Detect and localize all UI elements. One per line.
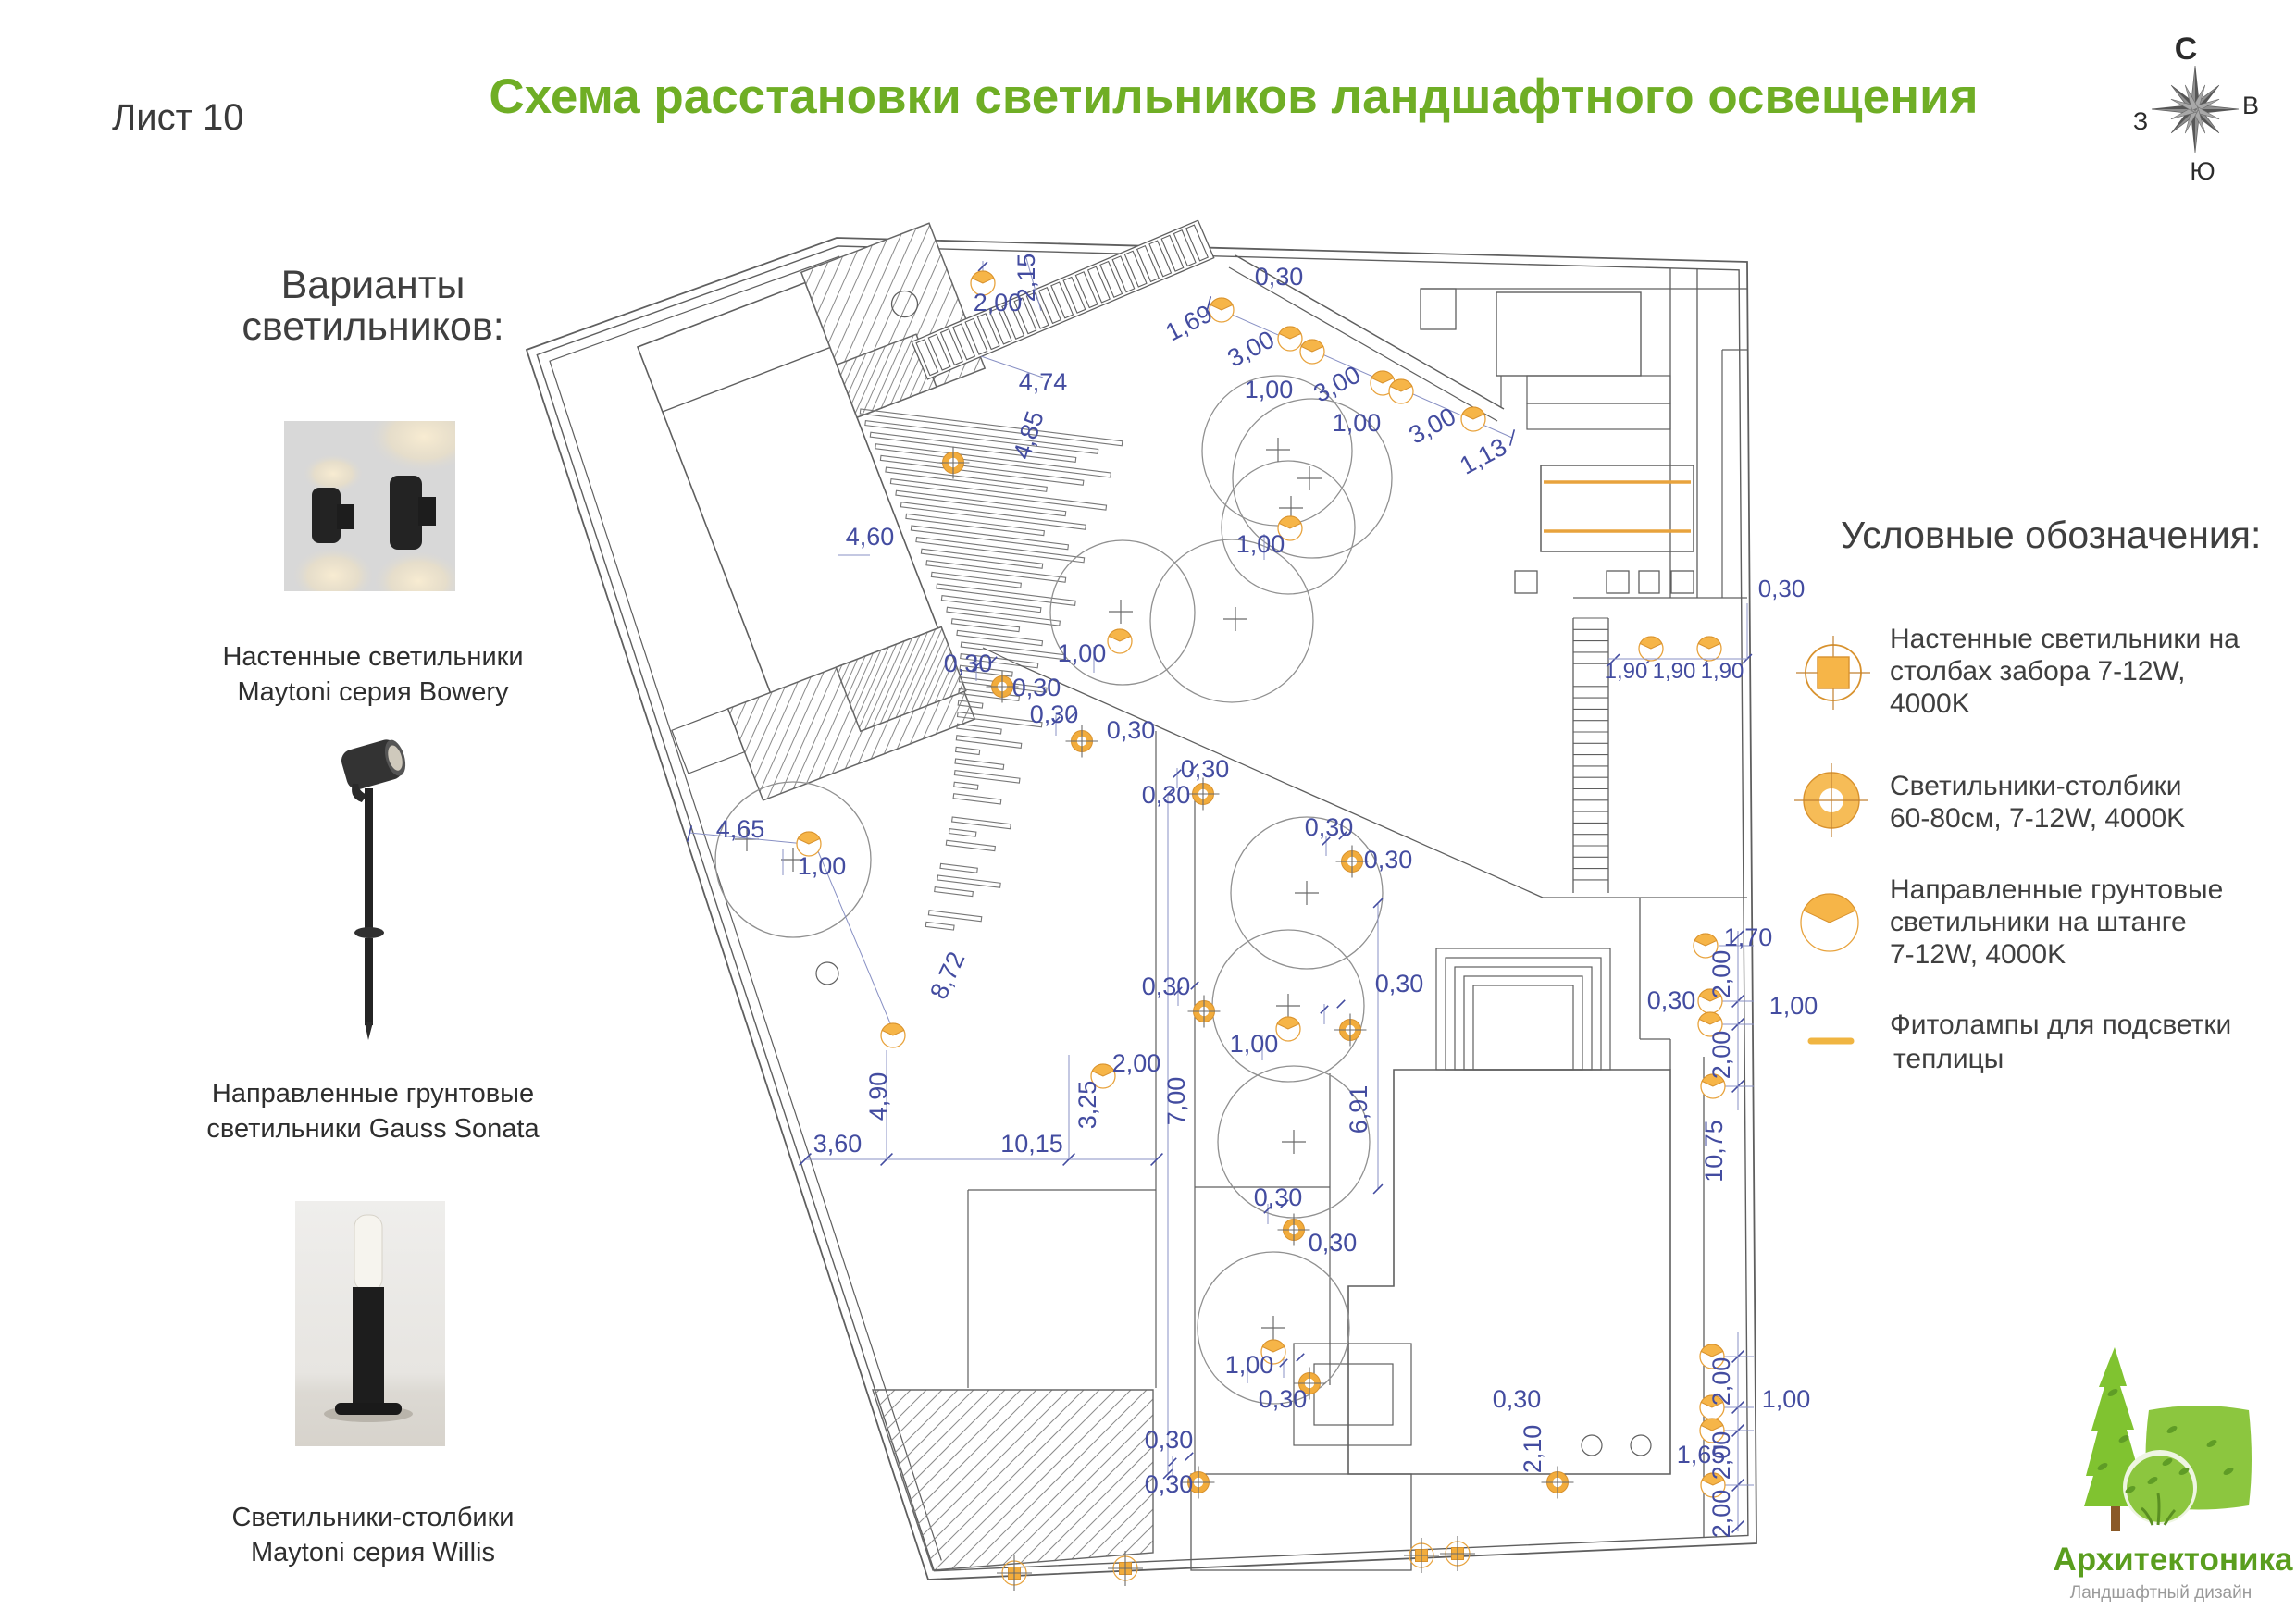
svg-text:0,30: 0,30	[1305, 813, 1354, 841]
svg-text:Направленные грунтовые: Направленные грунтовые	[1890, 874, 2223, 905]
svg-text:Схема расстановки светильников: Схема расстановки светильников ландшафтн…	[489, 69, 1978, 124]
svg-text:2,00: 2,00	[1112, 1049, 1161, 1077]
svg-text:светильники Gauss Sonata: светильники Gauss Sonata	[206, 1114, 540, 1144]
svg-text:3,60: 3,60	[813, 1130, 863, 1158]
svg-text:0,30: 0,30	[1493, 1385, 1542, 1413]
svg-text:Варианты: Варианты	[281, 263, 465, 307]
svg-text:З: З	[2133, 107, 2148, 135]
svg-text:1,00: 1,00	[1236, 530, 1285, 558]
svg-text:0,30: 0,30	[1254, 1183, 1303, 1211]
svg-text:10,15: 10,15	[1000, 1130, 1063, 1158]
svg-text:Направленные грунтовые: Направленные грунтовые	[212, 1079, 534, 1109]
svg-text:1,00: 1,00	[1769, 992, 1818, 1020]
svg-text:0,30: 0,30	[1145, 1426, 1194, 1454]
svg-text:4,65: 4,65	[716, 815, 765, 843]
svg-text:Maytoni серия Bowery: Maytoni серия Bowery	[237, 677, 509, 707]
svg-text:6,91: 6,91	[1345, 1085, 1372, 1134]
svg-text:0,30: 0,30	[1030, 700, 1079, 728]
svg-text:4,60: 4,60	[846, 523, 895, 551]
svg-text:Maytoni серия Willis: Maytoni серия Willis	[251, 1538, 495, 1567]
svg-text:4000K: 4000K	[1890, 688, 1970, 719]
svg-text:60-80см, 7-12W, 4000K: 60-80см, 7-12W, 4000K	[1890, 803, 2185, 834]
svg-text:Светильники-столбики: Светильники-столбики	[231, 1503, 514, 1532]
svg-text:столбах забора 7-12W,: столбах забора 7-12W,	[1890, 656, 2186, 687]
svg-text:Настенные светильники: Настенные светильники	[222, 642, 523, 672]
svg-text:светильников:: светильников:	[242, 304, 503, 349]
svg-text:2,10: 2,10	[1519, 1425, 1546, 1474]
svg-text:0,30: 0,30	[1142, 781, 1191, 809]
svg-text:1,00: 1,00	[1225, 1351, 1274, 1379]
svg-text:Светильники-столбики: Светильники-столбики	[1890, 771, 2182, 801]
svg-text:0,30: 0,30	[1142, 973, 1191, 1000]
svg-text:С: С	[2175, 31, 2198, 67]
svg-text:2,00: 2,00	[1707, 1357, 1735, 1406]
svg-text:0,30: 0,30	[1259, 1385, 1308, 1413]
svg-text:Фитолампы для подсветки: Фитолампы для подсветки	[1890, 1010, 2231, 1040]
svg-text:0,30: 0,30	[1375, 970, 1424, 997]
svg-text:1,00: 1,00	[1333, 409, 1382, 437]
svg-text:2,00: 2,00	[1707, 1031, 1735, 1080]
svg-text:2,00: 2,00	[974, 289, 1023, 316]
svg-text:1,00: 1,00	[1058, 639, 1107, 667]
svg-text:2,00: 2,00	[1707, 950, 1735, 999]
svg-text:1,65: 1,65	[1677, 1441, 1726, 1468]
svg-text:0,30: 0,30	[1012, 674, 1061, 701]
svg-text:1,90: 1,90	[1605, 659, 1648, 684]
svg-text:2,15: 2,15	[1012, 254, 1040, 303]
svg-text:0,30: 0,30	[1255, 263, 1304, 291]
svg-text:0,30: 0,30	[944, 650, 993, 677]
svg-text:Лист 10: Лист 10	[112, 97, 244, 138]
svg-text:4,74: 4,74	[1019, 368, 1068, 396]
svg-text:В: В	[2242, 92, 2259, 119]
svg-text:1,00: 1,00	[1762, 1385, 1811, 1413]
svg-text:0,30: 0,30	[1309, 1229, 1358, 1257]
svg-text:Ландшафтный дизайн: Ландшафтный дизайн	[2070, 1583, 2252, 1603]
svg-text:2,00: 2,00	[1707, 1431, 1735, 1481]
svg-text:1,00: 1,00	[1245, 376, 1294, 403]
svg-text:0,30: 0,30	[1364, 846, 1413, 873]
svg-text:Настенные светильники на: Настенные светильники на	[1890, 624, 2240, 654]
svg-text:Архитектоника: Архитектоника	[2054, 1542, 2294, 1578]
svg-text:1,90: 1,90	[1653, 659, 1696, 684]
svg-text:1,90: 1,90	[1701, 659, 1744, 684]
svg-text:10,75: 10,75	[1700, 1120, 1728, 1183]
svg-text:1,00: 1,00	[1230, 1030, 1279, 1058]
svg-text:0,30: 0,30	[1145, 1470, 1194, 1498]
svg-text:0,30: 0,30	[1181, 755, 1230, 783]
svg-text:0,30: 0,30	[1647, 986, 1696, 1014]
svg-text:1,00: 1,00	[798, 852, 847, 880]
svg-text:2,00: 2,00	[1707, 1490, 1735, 1539]
svg-text:0,30: 0,30	[1107, 716, 1156, 744]
svg-text:0,30: 0,30	[1758, 575, 1806, 602]
svg-text:светильники на штанге: светильники на штанге	[1890, 907, 2187, 937]
svg-text:1,70: 1,70	[1724, 923, 1773, 951]
svg-text:7-12W, 4000K: 7-12W, 4000K	[1890, 939, 2066, 970]
svg-text:4,90: 4,90	[864, 1072, 892, 1121]
svg-text:Условные обозначения:: Условные обозначения:	[1841, 514, 2261, 556]
svg-text:7,00: 7,00	[1162, 1077, 1190, 1126]
svg-text:3,25: 3,25	[1074, 1081, 1101, 1130]
svg-text:теплицы: теплицы	[1893, 1044, 2004, 1074]
svg-text:Ю: Ю	[2190, 157, 2215, 185]
